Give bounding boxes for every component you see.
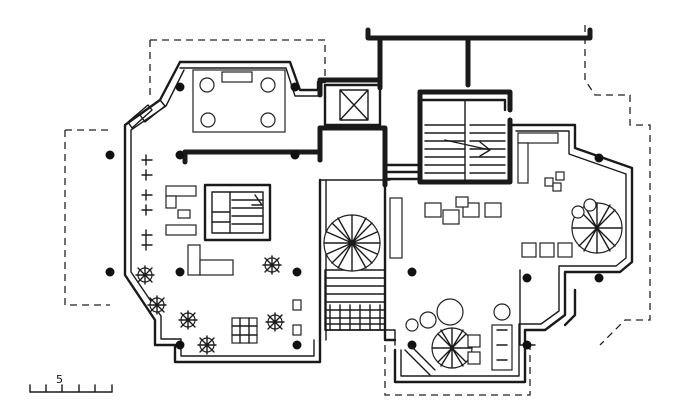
armchair	[260, 112, 276, 128]
column	[522, 340, 532, 350]
column	[292, 267, 302, 277]
column	[594, 273, 604, 283]
scale-bar-label: 5	[56, 373, 63, 386]
stool	[292, 324, 302, 336]
column	[175, 267, 185, 277]
planter	[419, 311, 437, 329]
counter-side	[517, 142, 529, 184]
long-bench	[389, 197, 403, 259]
plant-pot	[583, 198, 597, 212]
bench-end	[165, 195, 177, 209]
core-stair-treads	[424, 124, 506, 174]
chair	[467, 351, 481, 365]
column	[290, 82, 300, 92]
plant-pot	[571, 205, 585, 219]
top-lounge-furniture	[192, 69, 286, 133]
small-table	[455, 196, 469, 208]
terrace-outlines	[64, 25, 651, 396]
left-stair	[203, 183, 272, 242]
bench	[165, 185, 197, 197]
planter	[405, 318, 419, 332]
lower-right-terrace	[404, 298, 513, 376]
column	[522, 273, 532, 283]
sofa	[491, 324, 513, 371]
sofa	[221, 71, 253, 83]
side-table	[177, 209, 191, 219]
column	[407, 340, 417, 350]
left-plants	[135, 255, 302, 355]
central-walls	[318, 178, 397, 346]
armchair	[557, 242, 573, 258]
column	[290, 150, 300, 160]
armchair	[199, 77, 215, 93]
central-tree	[323, 197, 403, 272]
building-core	[182, 27, 593, 188]
stool	[555, 171, 565, 181]
stool	[544, 177, 554, 187]
column	[175, 82, 185, 92]
chair	[424, 202, 442, 218]
column	[594, 153, 604, 163]
column	[292, 340, 302, 350]
bench	[165, 224, 197, 236]
planter	[436, 298, 464, 326]
stool	[552, 182, 562, 192]
central-ramp-treads	[324, 277, 386, 331]
stool	[292, 299, 302, 311]
elevator-shaft	[323, 83, 382, 127]
structural-columns	[105, 82, 604, 350]
left-seating	[141, 154, 234, 276]
armchair	[539, 242, 555, 258]
column	[105, 267, 115, 277]
sofa-arm	[187, 244, 201, 276]
game-table	[231, 317, 258, 344]
chair	[442, 209, 460, 225]
sofa	[199, 259, 234, 276]
armchair	[260, 77, 276, 93]
planter	[493, 303, 511, 321]
armchair	[200, 112, 216, 128]
column	[175, 340, 185, 350]
right-wing-walls	[393, 123, 634, 384]
chair	[484, 202, 502, 218]
column	[407, 267, 417, 277]
armchair	[521, 242, 537, 258]
scale-bar: 5	[29, 373, 113, 393]
chair	[467, 334, 481, 348]
column	[175, 150, 185, 160]
counter-top	[517, 132, 559, 144]
column	[105, 150, 115, 160]
right-lounge-furniture	[424, 171, 623, 258]
